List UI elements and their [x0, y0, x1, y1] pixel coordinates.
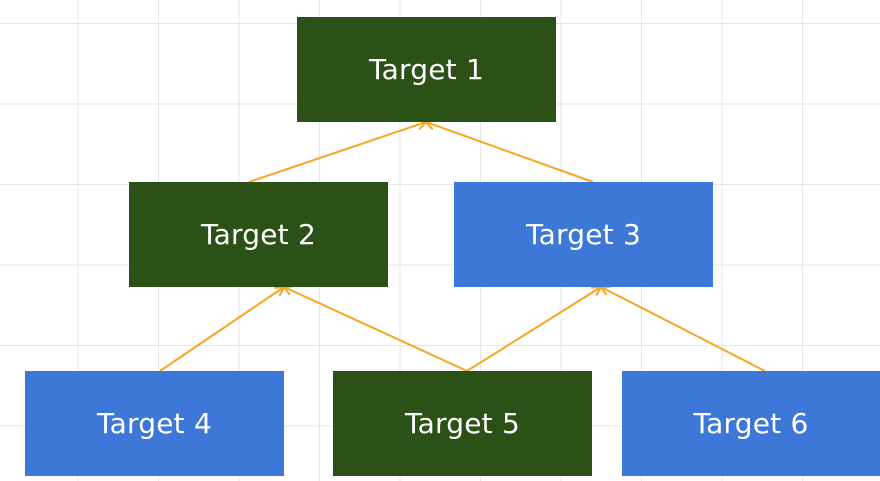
- arrow-t2-to-t1: [248, 119, 427, 183]
- node-target-6-label: Target 6: [693, 407, 809, 440]
- node-target-2[interactable]: Target 2: [129, 182, 388, 287]
- node-target-2-label: Target 2: [201, 218, 316, 251]
- arrow-t3-to-t1: [425, 119, 594, 183]
- arrow-t4-to-t2: [159, 286, 285, 372]
- node-target-1[interactable]: Target 1: [297, 17, 556, 122]
- node-target-5-label: Target 5: [405, 407, 520, 440]
- node-target-6[interactable]: Target 6: [622, 371, 880, 476]
- node-target-3[interactable]: Target 3: [454, 182, 713, 287]
- node-target-1-label: Target 1: [369, 53, 484, 86]
- arrow-t5-to-t3: [466, 286, 602, 372]
- arrow-t6-to-t3: [600, 285, 766, 372]
- node-target-4-label: Target 4: [97, 407, 212, 440]
- node-target-4[interactable]: Target 4: [25, 371, 284, 476]
- node-target-5[interactable]: Target 5: [333, 371, 592, 476]
- arrow-t5-to-t2: [283, 285, 468, 372]
- node-target-3-label: Target 3: [526, 218, 641, 251]
